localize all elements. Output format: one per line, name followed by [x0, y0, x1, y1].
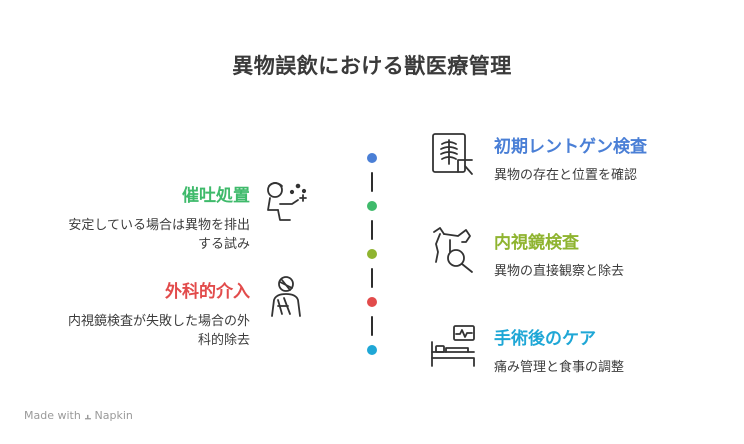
- timeline-dot: [367, 153, 377, 163]
- timeline-segment: [371, 316, 373, 336]
- step-description-line: 科的除去: [197, 333, 250, 348]
- footer-made-with: Made with: [24, 409, 81, 422]
- step-heading: 初期レントゲン検査: [494, 137, 647, 157]
- bandaged-person-icon: [262, 274, 310, 322]
- step-endoscopy: 内視鏡検査 異物の直接観察と除去: [494, 228, 624, 281]
- step-heading: 手術後のケア: [494, 329, 596, 349]
- timeline-node-emesis: [360, 194, 384, 218]
- timeline-node-endoscopy: [360, 242, 384, 266]
- step-heading: 内視鏡検査: [494, 233, 579, 253]
- step-description-line: する試み: [197, 237, 250, 252]
- step-description-line: 内視鏡検査が失敗した場合の外: [67, 314, 250, 329]
- footer: Made with ⫠ Napkin: [24, 409, 133, 423]
- timeline-node-xray: [360, 146, 384, 170]
- step-emesis: 催吐処置: [182, 181, 250, 206]
- step-description: 異物の存在と位置を確認: [494, 168, 638, 183]
- vomiting-person-icon: [262, 178, 310, 226]
- step-description: 異物の直接観察と除去: [494, 264, 625, 279]
- diagram-title: 異物誤飲における獣医療管理: [232, 54, 512, 78]
- step-emesis-description: 安定している場合は異物を排出 する試み: [68, 216, 250, 254]
- footer-brand[interactable]: Napkin: [94, 409, 133, 422]
- xray-icon: [428, 130, 476, 178]
- timeline-dot: [367, 201, 377, 211]
- timeline: [360, 146, 384, 358]
- timeline-node-aftercare: [360, 338, 384, 362]
- step-aftercare: 手術後のケア 痛み管理と食事の調整: [494, 324, 624, 377]
- timeline-segment: [371, 268, 373, 288]
- timeline-node-surgery: [360, 290, 384, 314]
- timeline-dot: [367, 297, 377, 307]
- step-description: 痛み管理と食事の調整: [494, 360, 625, 375]
- timeline-segment: [371, 220, 373, 240]
- timeline-dot: [367, 249, 377, 259]
- hospital-bed-monitor-icon: [428, 322, 476, 370]
- step-heading: 催吐処置: [182, 186, 250, 206]
- step-heading: 外科的介入: [165, 282, 250, 302]
- step-surgery-description: 内視鏡検査が失敗した場合の外 科的除去: [68, 312, 250, 350]
- dog-magnifier-icon: [428, 226, 476, 274]
- step-surgery: 外科的介入: [165, 277, 250, 302]
- timeline-segment: [371, 172, 373, 192]
- step-xray: 初期レントゲン検査 異物の存在と位置を確認: [494, 132, 647, 185]
- timeline-dot: [367, 345, 377, 355]
- napkin-logo-icon: ⫠: [84, 409, 91, 422]
- step-description-line: 安定している場合は異物を排出: [68, 218, 250, 233]
